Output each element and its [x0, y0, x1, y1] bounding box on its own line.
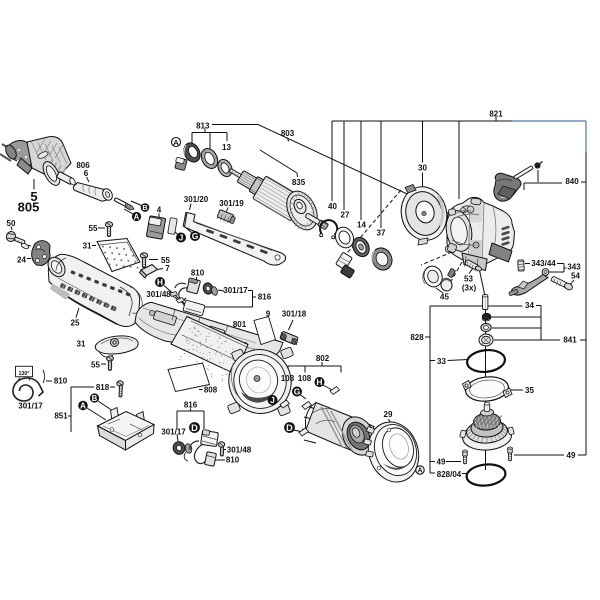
svg-text:14: 14: [357, 221, 366, 230]
svg-text:A: A: [417, 467, 422, 475]
svg-text:810: 810: [191, 269, 205, 278]
svg-text:40: 40: [328, 202, 337, 211]
svg-text:H: H: [316, 377, 322, 387]
svg-text:108: 108: [298, 374, 312, 383]
svg-text:840: 840: [565, 177, 579, 186]
svg-text:803: 803: [281, 129, 295, 138]
svg-text:5: 5: [30, 189, 37, 204]
svg-text:301/19: 301/19: [219, 199, 244, 208]
svg-text:816: 816: [184, 401, 198, 410]
svg-text:37: 37: [377, 229, 386, 238]
svg-text:B: B: [142, 203, 147, 212]
svg-text:29: 29: [384, 410, 393, 419]
svg-text:G: G: [192, 231, 199, 241]
svg-text:301/17: 301/17: [161, 428, 186, 437]
svg-text:841: 841: [563, 336, 577, 345]
svg-text:45: 45: [440, 293, 449, 302]
svg-text:55: 55: [89, 224, 98, 233]
svg-text:27: 27: [341, 211, 350, 220]
svg-text:301/17: 301/17: [223, 286, 248, 295]
svg-text:35: 35: [525, 386, 534, 395]
svg-text:J: J: [270, 395, 275, 405]
svg-text:4: 4: [157, 206, 162, 215]
svg-text:301/20: 301/20: [184, 195, 209, 204]
svg-text:(3x): (3x): [462, 284, 477, 293]
svg-text:818: 818: [96, 383, 110, 392]
svg-text:301/18: 301/18: [282, 310, 307, 319]
svg-text:D: D: [191, 423, 198, 433]
svg-text:806: 806: [76, 161, 90, 170]
svg-text:828/04: 828/04: [437, 470, 462, 479]
svg-text:34: 34: [525, 301, 534, 310]
svg-text:813: 813: [196, 122, 210, 131]
svg-text:108: 108: [281, 374, 295, 383]
svg-text:J: J: [179, 233, 184, 243]
svg-text:24: 24: [17, 256, 26, 265]
svg-text:54: 54: [571, 272, 580, 281]
svg-text:810: 810: [54, 377, 68, 386]
svg-text:33: 33: [437, 357, 446, 366]
svg-text:6: 6: [84, 169, 89, 178]
svg-text:7: 7: [165, 264, 170, 273]
svg-text:816: 816: [258, 293, 272, 302]
svg-text:D: D: [286, 423, 293, 433]
svg-text:55: 55: [161, 256, 170, 265]
svg-text:53: 53: [464, 275, 473, 284]
svg-text:343/44: 343/44: [531, 259, 556, 268]
svg-text:343: 343: [567, 263, 581, 272]
svg-text:9: 9: [266, 310, 271, 319]
svg-text:810: 810: [226, 456, 240, 465]
svg-text:49: 49: [567, 451, 576, 460]
svg-text:805: 805: [18, 200, 40, 215]
svg-text:821: 821: [489, 110, 503, 119]
svg-text:A: A: [173, 138, 179, 147]
svg-text:851: 851: [54, 412, 68, 421]
svg-text:130°: 130°: [19, 371, 30, 377]
svg-text:A: A: [134, 212, 140, 221]
svg-text:25: 25: [71, 319, 80, 328]
svg-text:55: 55: [91, 361, 100, 370]
svg-text:301/48: 301/48: [227, 446, 252, 455]
svg-text:30: 30: [418, 164, 427, 173]
svg-text:801: 801: [233, 320, 247, 329]
svg-text:301/48: 301/48: [146, 290, 171, 299]
svg-text:G: G: [294, 387, 301, 397]
svg-text:808: 808: [204, 386, 218, 395]
svg-text:A: A: [80, 401, 86, 410]
svg-text:49: 49: [437, 458, 446, 467]
svg-text:B: B: [92, 394, 98, 403]
svg-text:31: 31: [77, 340, 86, 349]
svg-text:13: 13: [222, 143, 231, 152]
svg-text:31: 31: [83, 242, 92, 251]
svg-text:301/17: 301/17: [18, 402, 43, 411]
svg-text:828: 828: [410, 333, 424, 342]
svg-text:802: 802: [316, 354, 330, 363]
svg-text:835: 835: [292, 178, 306, 187]
svg-text:50: 50: [7, 219, 16, 228]
svg-text:H: H: [157, 277, 163, 287]
